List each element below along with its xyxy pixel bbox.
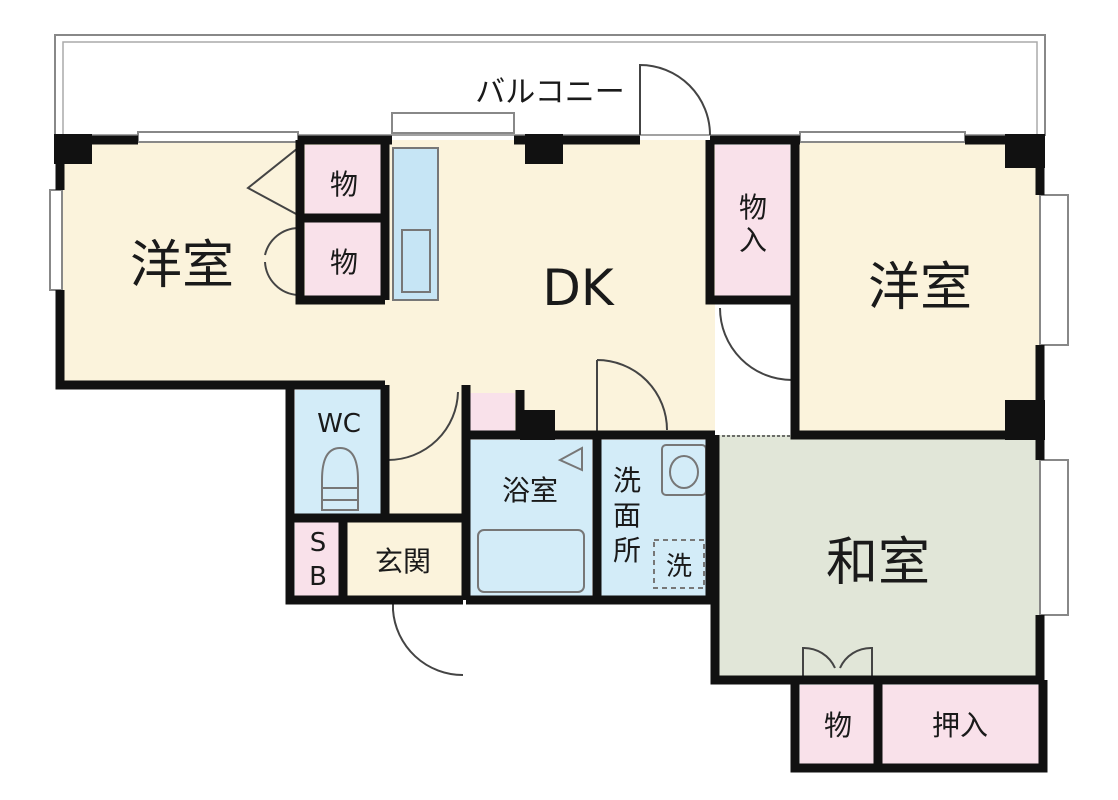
pillars bbox=[54, 134, 1045, 440]
shoe-box-label-line2: B bbox=[309, 562, 327, 592]
window-dk-top bbox=[391, 112, 515, 134]
washroom-label-line1: 洗 bbox=[613, 464, 641, 497]
floor-storage-entry bbox=[715, 145, 790, 300]
toilet bbox=[321, 446, 359, 511]
wc-label: WC bbox=[317, 409, 361, 439]
window-left-room-top bbox=[137, 131, 299, 143]
floor-shoe-box bbox=[295, 522, 340, 597]
kitchen-counter bbox=[392, 147, 439, 301]
floor-japanese-room bbox=[715, 435, 1040, 680]
fixtures bbox=[321, 147, 707, 593]
western-room-right-label: 洋室 bbox=[868, 258, 972, 318]
sink bbox=[401, 229, 431, 293]
door-storage-mid bbox=[264, 227, 299, 296]
door-storage-bottom bbox=[802, 646, 873, 682]
window-japanese-side bbox=[1039, 459, 1069, 616]
japanese-room-label: 和室 bbox=[826, 533, 930, 593]
washroom-label-line2: 面 bbox=[613, 499, 641, 532]
floor-small-pink bbox=[470, 393, 515, 433]
storage-entry-label-line2: 入 bbox=[739, 224, 767, 257]
washer-label: 洗 bbox=[666, 552, 692, 582]
window-right-room-side bbox=[1039, 194, 1069, 346]
storage-top-label: 物 bbox=[330, 168, 358, 201]
washer-area bbox=[653, 539, 705, 589]
floor-storage-bottom bbox=[800, 685, 875, 765]
basin-bowl bbox=[669, 455, 699, 489]
balcony-label: バルコニー bbox=[475, 75, 624, 110]
washroom-label-line3: 所 bbox=[613, 534, 641, 567]
door-storage-top bbox=[246, 147, 299, 216]
floor-entrance bbox=[345, 518, 463, 600]
dk-label: DK bbox=[542, 259, 615, 317]
doors bbox=[246, 63, 873, 682]
floor-storage-mid bbox=[305, 222, 383, 300]
closet-label: 押入 bbox=[932, 709, 988, 742]
floor-closet bbox=[880, 685, 1040, 765]
floor-wc bbox=[295, 390, 383, 515]
toilet-tank bbox=[321, 487, 359, 501]
door-entrance bbox=[392, 600, 464, 677]
door-wc bbox=[387, 391, 459, 461]
door-balcony bbox=[639, 63, 711, 136]
floor-western-room-right bbox=[795, 140, 1040, 435]
window-right-room-top bbox=[799, 131, 966, 143]
western-room-left-label: 洋室 bbox=[130, 236, 234, 296]
bathroom-label: 浴室 bbox=[502, 474, 558, 507]
bathtub bbox=[477, 529, 585, 593]
floor-bathroom bbox=[470, 440, 592, 598]
floors bbox=[60, 140, 1040, 765]
window-left-room-side bbox=[49, 189, 63, 291]
shoe-box-label-line1: S bbox=[310, 528, 327, 558]
bath-water-heater bbox=[557, 446, 583, 472]
storage-entry-label-line1: 物 bbox=[739, 191, 767, 224]
entrance-label: 玄関 bbox=[375, 545, 431, 578]
door-right-room bbox=[719, 307, 793, 381]
door-washroom bbox=[596, 359, 668, 435]
storage-bottom-label: 物 bbox=[824, 709, 852, 742]
floor-storage-top bbox=[305, 145, 383, 215]
storage-mid-label: 物 bbox=[330, 246, 358, 279]
